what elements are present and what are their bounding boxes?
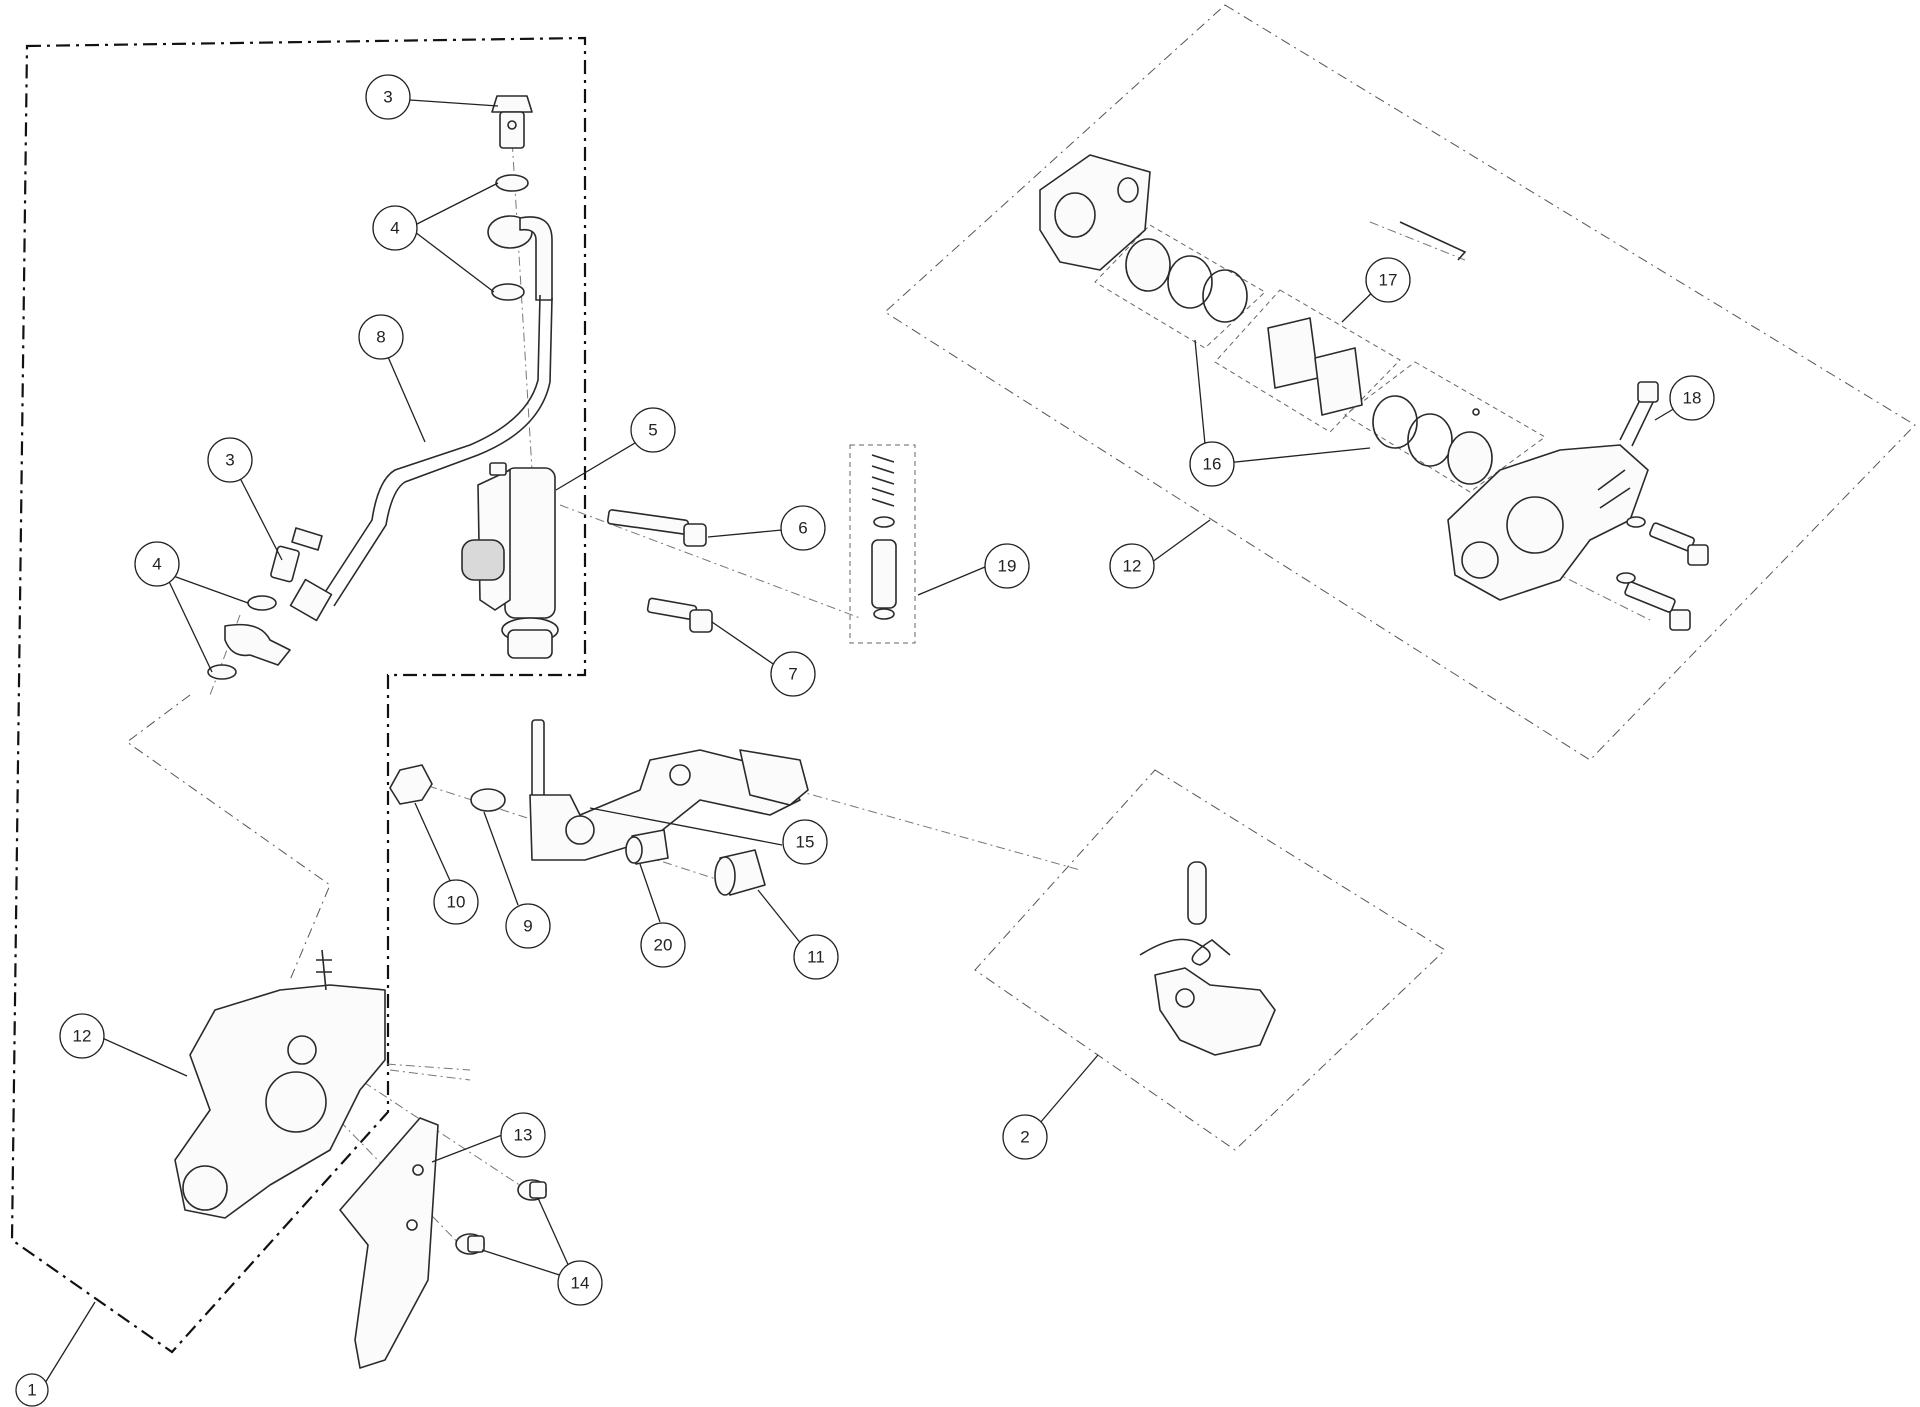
pivot-bushing-11 xyxy=(714,849,766,896)
caliper-pistons-and-seals xyxy=(1125,238,1493,485)
caliper-link-outline xyxy=(126,694,331,981)
pad-pin xyxy=(1399,221,1467,261)
copper-washer-top-1 xyxy=(495,174,529,192)
callout-5: 5 xyxy=(630,407,676,453)
callout-19: 19 xyxy=(984,543,1030,589)
assembly-2-outline xyxy=(974,769,1446,1151)
caliper-bolts-right xyxy=(1616,516,1709,631)
callout-13: 13 xyxy=(500,1112,546,1158)
footrest xyxy=(1139,861,1276,1056)
copper-washer-lower-1 xyxy=(247,595,277,611)
svg-text:12: 12 xyxy=(1123,557,1142,576)
callouts: 3 4 8 3 4 5 6 7 19 15 10 9 20 11 12 13 1… xyxy=(15,74,1715,1407)
svg-text:18: 18 xyxy=(1683,389,1702,408)
svg-text:6: 6 xyxy=(798,519,807,538)
svg-text:4: 4 xyxy=(390,219,399,238)
svg-text:16: 16 xyxy=(1203,455,1222,474)
callout-3-top: 3 xyxy=(365,74,411,120)
svg-text:11: 11 xyxy=(807,948,825,967)
brake-pedal xyxy=(529,719,809,861)
svg-text:19: 19 xyxy=(998,557,1017,576)
master-cylinder xyxy=(461,462,559,659)
svg-text:8: 8 xyxy=(376,328,385,347)
svg-text:17: 17 xyxy=(1379,271,1398,290)
svg-text:7: 7 xyxy=(788,665,797,684)
leader-lines xyxy=(44,99,1693,1384)
assembly-12-outline xyxy=(884,4,1916,761)
caliper-bracket-right xyxy=(1039,154,1151,271)
pivot-sleeve-20 xyxy=(625,829,669,865)
copper-washer-lower-2 xyxy=(207,664,237,680)
callout-14: 14 xyxy=(557,1260,603,1306)
mounting-bolt-7 xyxy=(646,597,713,633)
callout-12-lower: 12 xyxy=(59,1013,105,1059)
callout-3-lower: 3 xyxy=(207,437,253,483)
pivot-bushing-10 xyxy=(389,764,433,805)
guard-bolt-upper xyxy=(517,1179,547,1201)
brake-hose xyxy=(319,294,541,601)
svg-text:3: 3 xyxy=(383,88,392,107)
rear-caliper-lower xyxy=(174,949,386,1219)
parts xyxy=(174,95,1709,1369)
svg-text:12: 12 xyxy=(73,1027,92,1046)
callout-15: 15 xyxy=(782,819,828,865)
brake-pad-box xyxy=(1214,289,1401,433)
banjo-fitting-top xyxy=(487,215,553,301)
bleed-valve xyxy=(1619,381,1659,447)
callout-9: 9 xyxy=(505,903,551,949)
svg-text:10: 10 xyxy=(447,893,466,912)
svg-text:9: 9 xyxy=(523,917,532,936)
banjo-bolt-lower xyxy=(270,527,323,583)
assembly-axes xyxy=(209,104,1651,1256)
callout-11: 11 xyxy=(793,934,839,980)
brake-hose-outer xyxy=(333,297,553,607)
caliper-guard-plate xyxy=(339,1117,439,1369)
callout-18: 18 xyxy=(1669,375,1715,421)
banjo-bolt-top xyxy=(491,95,533,149)
callout-6: 6 xyxy=(780,505,826,551)
piston-kit xyxy=(871,454,897,620)
svg-text:3: 3 xyxy=(225,451,234,470)
callout-10: 10 xyxy=(433,879,479,925)
svg-text:5: 5 xyxy=(648,421,657,440)
svg-text:4: 4 xyxy=(152,555,161,574)
seal-kit-box-a xyxy=(1094,224,1266,349)
svg-text:15: 15 xyxy=(796,833,815,852)
callout-20: 20 xyxy=(640,922,686,968)
seal-kit-box-b xyxy=(1344,361,1546,493)
svg-text:1: 1 xyxy=(27,1381,36,1400)
callout-12-right: 12 xyxy=(1109,543,1155,589)
pivot-washer-9 xyxy=(470,788,506,812)
callout-4-top: 4 xyxy=(372,205,418,251)
banjo-fitting-lower xyxy=(224,578,333,666)
group-outlines xyxy=(10,4,1916,1354)
svg-text:2: 2 xyxy=(1020,1128,1029,1147)
callout-7: 7 xyxy=(770,651,816,697)
callout-16: 16 xyxy=(1189,441,1235,487)
copper-washer-top-2 xyxy=(491,283,525,301)
svg-text:14: 14 xyxy=(571,1274,590,1293)
callout-8: 8 xyxy=(358,314,404,360)
mounting-bolt-6 xyxy=(607,509,707,547)
callout-4-lower: 4 xyxy=(134,541,180,587)
svg-text:20: 20 xyxy=(654,936,673,955)
callout-17: 17 xyxy=(1365,257,1411,303)
svg-text:13: 13 xyxy=(514,1126,533,1145)
brake-pads xyxy=(1267,317,1363,416)
callout-1: 1 xyxy=(15,1373,49,1407)
guard-bolt-lower xyxy=(455,1233,485,1255)
piston-kit-box xyxy=(849,444,916,644)
callout-2: 2 xyxy=(1002,1114,1048,1160)
